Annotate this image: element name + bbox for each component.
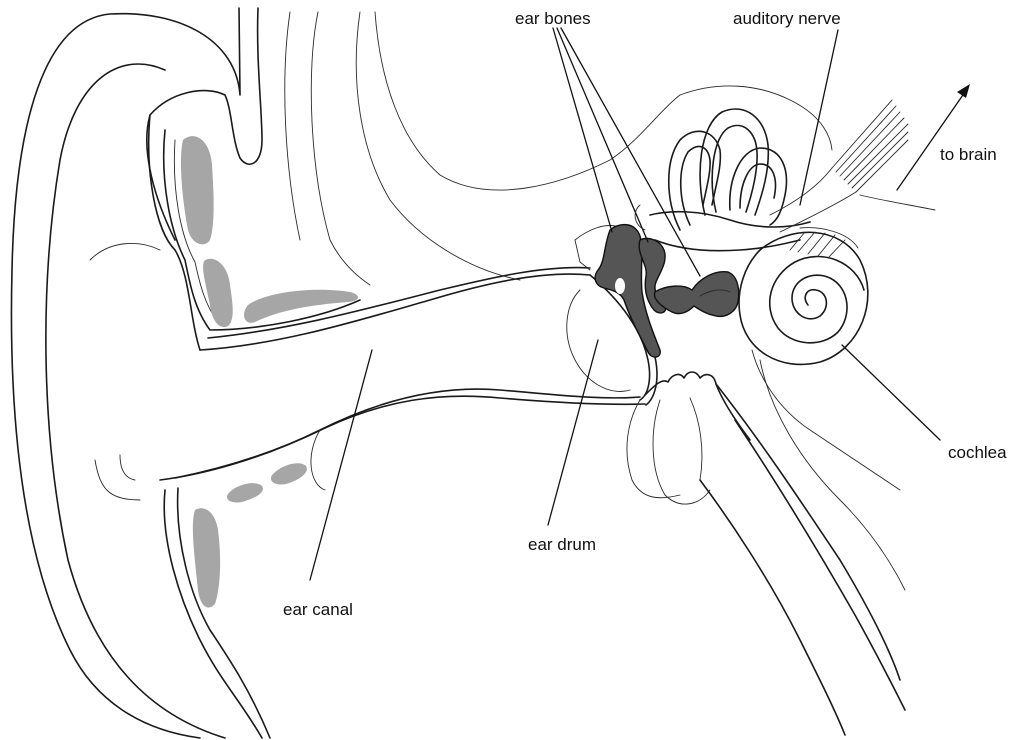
bone-upper-edge <box>645 372 750 440</box>
skin-line-upper-2 <box>311 12 370 285</box>
lobule-inner <box>178 488 270 738</box>
cartilage-lower-2 <box>227 483 263 502</box>
eustachian-lower <box>700 480 845 735</box>
cartilage-lower-1 <box>193 508 220 607</box>
jaw-contour <box>752 350 900 490</box>
cartilage-mid <box>203 259 233 327</box>
cochlea-outer <box>739 232 868 364</box>
nerve-fiber-7 <box>856 140 908 192</box>
label-auditory-nerve: auditory nerve <box>733 9 841 28</box>
cartilage-upper <box>181 136 214 244</box>
malleus-hole <box>615 278 625 294</box>
arrow-to-brain-head <box>957 84 970 98</box>
canal-floor-tissue <box>311 430 325 490</box>
nerve-fiber-5 <box>848 124 908 184</box>
cochlea-hatch-5 <box>828 240 845 258</box>
inner-ear <box>635 86 935 364</box>
vestibule-lower <box>655 240 800 251</box>
cartilage-lower-3 <box>271 463 307 484</box>
leader-ear-drum <box>548 340 598 525</box>
nerve-fiber-1 <box>832 100 892 168</box>
vestibule-detail <box>635 205 645 230</box>
pinna <box>11 8 590 738</box>
fossa-line <box>90 243 160 260</box>
nerve-fiber-3 <box>840 112 900 176</box>
skull-line-right <box>860 195 935 210</box>
nerve-fiber-4 <box>844 118 904 180</box>
skull-line <box>375 12 680 190</box>
label-ear-canal: ear canal <box>283 600 353 619</box>
middle-ear-cavity-box <box>575 240 590 270</box>
label-cochlea: cochlea <box>948 443 1007 462</box>
nerve-fiber-2 <box>836 106 896 172</box>
leader-ear-canal <box>310 350 372 580</box>
label-ear-bones: ear bones <box>515 9 591 28</box>
semicircular-canal-3-inner <box>740 164 775 208</box>
leader-ear-bones-2 <box>557 28 648 242</box>
bone-block-3 <box>690 398 702 480</box>
leader-auditory-nerve <box>800 30 838 205</box>
cartilage-long <box>244 290 358 323</box>
intertragic-notch-2 <box>120 455 135 480</box>
temporal-bone <box>627 350 905 735</box>
skin-line-upper <box>356 12 520 280</box>
label-ear-drum: ear drum <box>528 535 596 554</box>
canal-lower-wall-inner <box>175 396 645 478</box>
skin-line-upper-3 <box>285 12 300 240</box>
label-to-brain: to brain <box>940 145 997 164</box>
nerve-trunk-upper <box>770 168 832 215</box>
leader-cochlea <box>842 345 940 440</box>
cartilage <box>181 136 358 607</box>
cochlea-base-hatch <box>800 228 858 248</box>
semicircular-canal-3 <box>730 148 787 225</box>
bone-block-2 <box>653 400 710 504</box>
eustachian-mid <box>735 420 905 710</box>
nerve-fiber-6 <box>852 132 908 188</box>
leader-ear-bones-1 <box>553 28 612 232</box>
nerve-trunk-lower <box>780 192 856 232</box>
stapes <box>655 272 739 317</box>
cochlea-spiral <box>770 257 864 343</box>
